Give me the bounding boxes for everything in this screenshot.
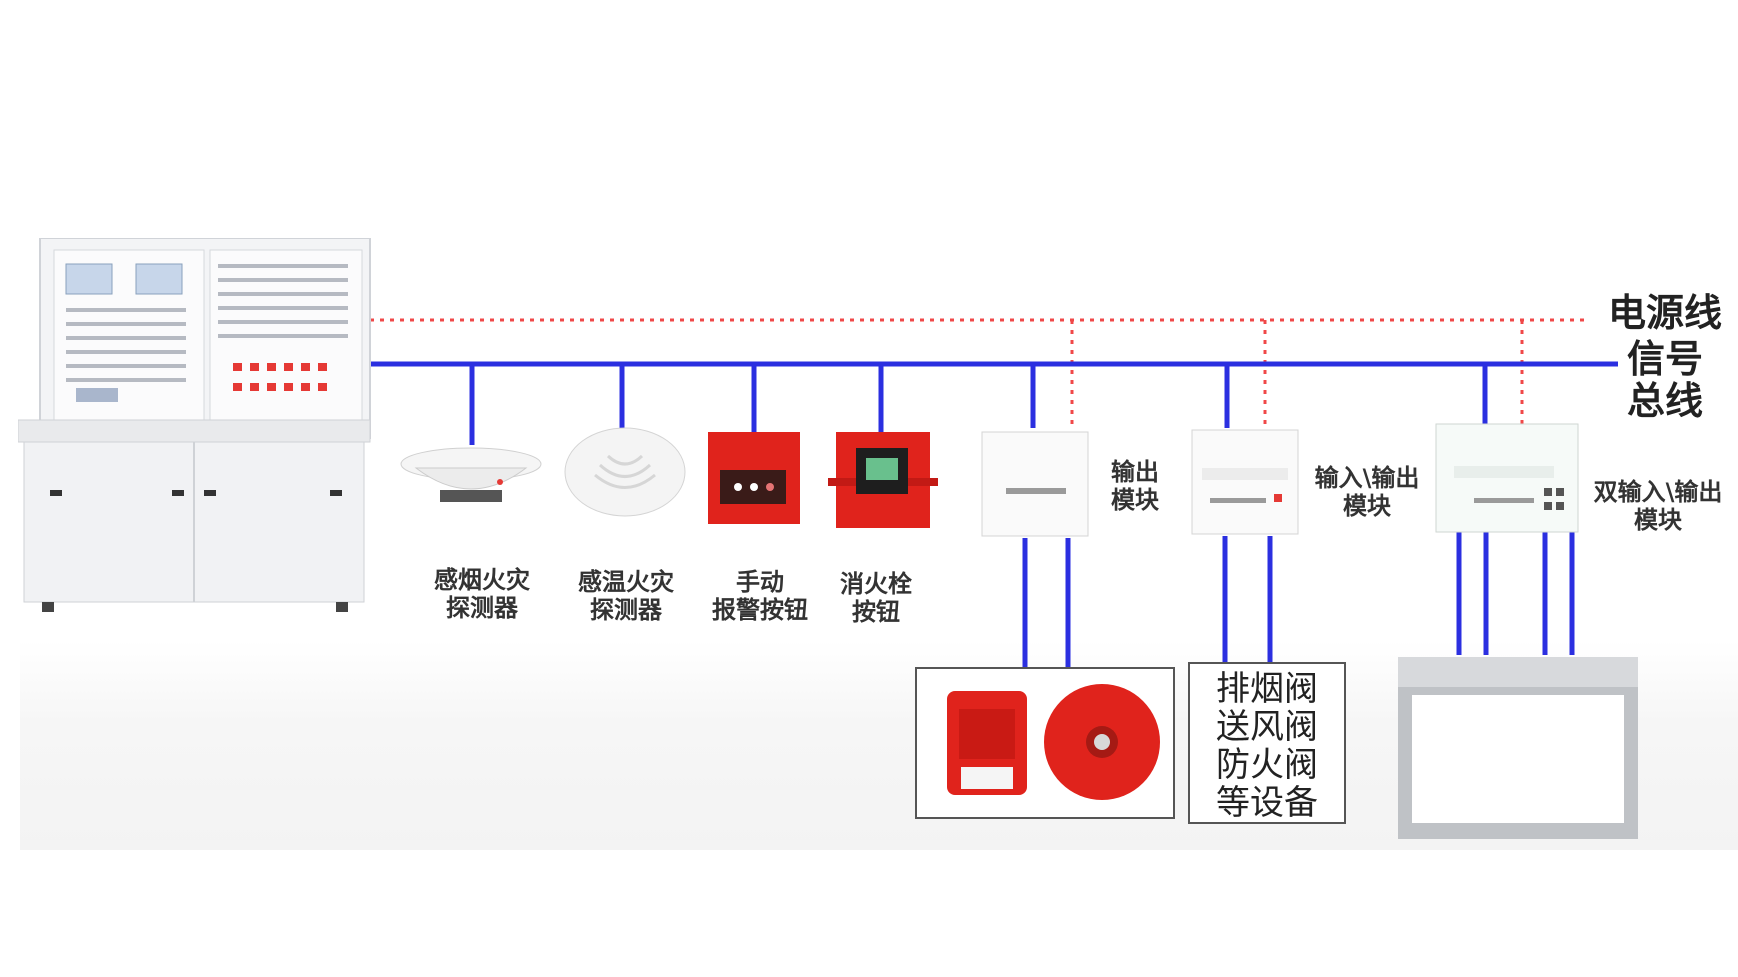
heat-detector-icon	[564, 427, 686, 517]
fire-bell-icon	[1044, 684, 1160, 800]
output-module-label: 输出 模块	[1111, 458, 1159, 514]
equipment-box-text: 排烟阀 送风阀 防火阀 等设备	[1216, 669, 1318, 823]
hydrant-button-icon	[828, 432, 938, 528]
power-line-label: 电源线	[1607, 291, 1722, 335]
signal-bus-label: 信号 总线	[1626, 337, 1703, 423]
io-module-label: 输入\输出 模块	[1314, 464, 1420, 520]
hydrant-button-label: 消火栓 按钮	[840, 570, 912, 626]
alarm-devices-box	[915, 667, 1175, 819]
equipment-box: 排烟阀 送风阀 防火阀 等设备	[1188, 662, 1346, 824]
fire-alarm-controller-cabinet	[18, 238, 371, 612]
io-module-icon	[1191, 429, 1299, 535]
dual-io-module-icon	[1435, 423, 1579, 533]
manual-alarm-button-label: 手动 报警按钮	[712, 568, 808, 624]
sound-light-alarm-icon	[947, 691, 1027, 795]
smoke-detector-label: 感烟火灾 探测器	[434, 566, 530, 622]
heat-detector-label: 感温火灾 探测器	[578, 568, 674, 624]
output-module-icon	[981, 431, 1089, 537]
smoke-detector-icon	[400, 447, 542, 502]
dual-io-module-label: 双输入\输出 模块	[1593, 478, 1723, 534]
manual-alarm-button-icon	[708, 432, 800, 524]
damper-frame-icon	[1398, 657, 1638, 839]
